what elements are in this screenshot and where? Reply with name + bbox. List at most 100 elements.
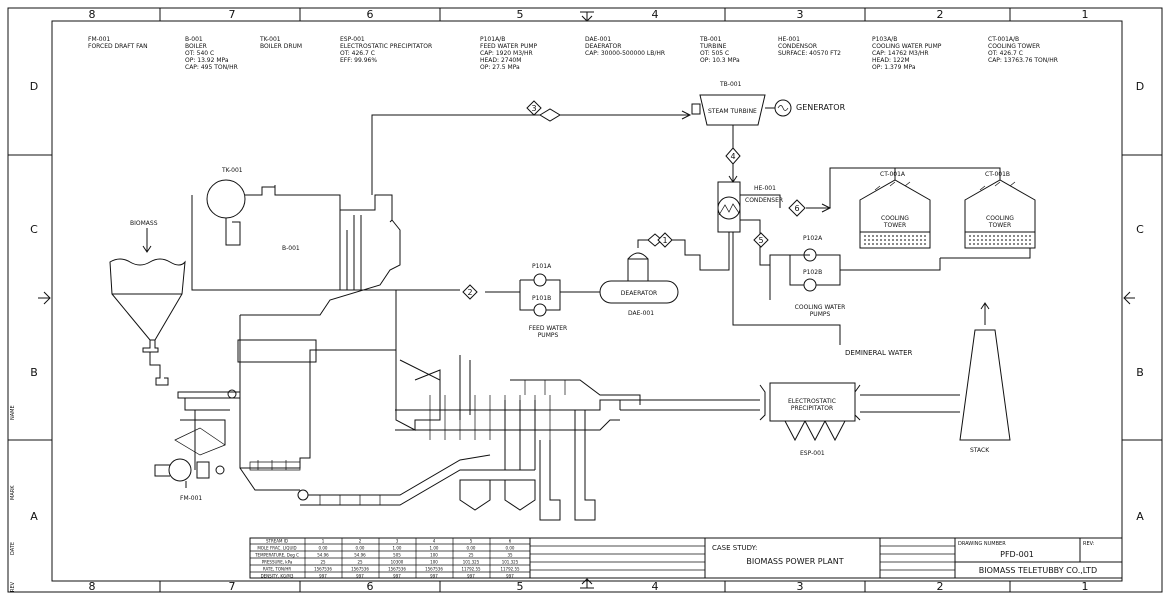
label-stack: STACK: [970, 447, 990, 454]
drawing-number-label: DRAWING NUMBER: [958, 541, 1006, 547]
stream-table-cell: 505: [393, 553, 401, 558]
label-cooling-water: COOLING WATER: [795, 304, 846, 311]
company-name: BIOMASS TELETUBBY CO.,LTD: [979, 566, 1097, 575]
grid-ticks: [8, 8, 1162, 592]
col-label-top: 1: [1082, 8, 1089, 21]
equipment-spec: BOILER: [185, 43, 207, 50]
stream-table-cell: 997: [356, 574, 364, 579]
equipment-tag: TK-001: [259, 36, 281, 43]
stream-marker-1: [657, 232, 673, 248]
electrostatic-precipitator: [759, 382, 861, 442]
stream-table-header: 4: [433, 539, 436, 544]
boiler-body: [191, 114, 520, 506]
col-label-top: 2: [937, 8, 944, 21]
label-cooling-a: COOLING: [881, 215, 909, 222]
label-p102b: P102B: [803, 269, 822, 276]
col-label-top: 6: [367, 8, 374, 21]
biomass-hopper: [109, 228, 241, 411]
steam-turbine: [691, 94, 792, 126]
stream-table-cell: 1567536: [351, 567, 369, 572]
label-generator: GENERATOR: [796, 103, 846, 112]
stream-table-cell: 1567536: [314, 567, 332, 572]
equipment-spec: CAP: 1920 M3/HR: [480, 50, 533, 57]
equipment-tag: B-001: [185, 36, 203, 43]
equipment-spec: EFF: 99.96%: [340, 57, 377, 64]
label-condenser: CONDENSER: [745, 197, 783, 204]
label-dae: DAE-001: [628, 310, 654, 317]
economizer-ducts: [395, 290, 641, 521]
stream-table-header: 1: [322, 539, 325, 544]
stream-marker-4: [725, 147, 741, 165]
stream-table-cell: TEMPERATURE, Deg C: [254, 553, 299, 558]
row-label-right: C: [1136, 223, 1144, 236]
equipment-spec: SURFACE: 40570 FT2: [778, 50, 841, 57]
label-boiler: B-001: [282, 245, 300, 252]
equipment-spec: HEAD: 2740M: [480, 57, 521, 64]
col-label-bottom: 8: [89, 580, 96, 593]
stream-number: 5: [758, 236, 763, 245]
stream-table-cell: 1567536: [425, 567, 443, 572]
stream-table-cell: 25: [320, 560, 326, 565]
equipment-spec: OT: 540 C: [185, 50, 214, 57]
equipment-spec: OP: 27.5 MPa: [480, 64, 520, 71]
stream-table-cell: 1.00: [430, 546, 439, 551]
stream-table-cell: 100: [430, 560, 438, 565]
stream-number: 3: [531, 104, 536, 113]
equipment-spec: HEAD: 122M: [872, 57, 910, 64]
stream-number: 4: [730, 152, 735, 161]
stream-table-cell: 10300: [391, 560, 404, 565]
row-label-left: C: [30, 223, 38, 236]
label-fm: FM-001: [180, 495, 202, 502]
stream-table-cell: 11792.55: [461, 567, 481, 572]
label-ct-a: CT-001A: [880, 171, 906, 178]
stream-table-cell: 11792.55: [500, 567, 520, 572]
stream-table-cell: 0.00: [319, 546, 328, 551]
equipment-spec: OT: 505 C: [700, 50, 729, 57]
stream-table-cell: 101.325: [502, 560, 519, 565]
equipment-spec: COOLING TOWER: [988, 43, 1040, 50]
stream-marker-6: [788, 199, 806, 217]
stream-number: 2: [467, 288, 472, 297]
stream-table-cell: 100: [430, 553, 438, 558]
stream-table-cell: 997: [393, 574, 401, 579]
col-label-top: 4: [652, 8, 659, 21]
stream-table-cell: 25: [468, 553, 474, 558]
equipment-spec: OP: 10.3 MPa: [700, 57, 740, 64]
equipment-spec: DEAERATOR: [585, 43, 621, 50]
cooling-water-pumps: [789, 248, 841, 292]
stream-number: 1: [662, 236, 667, 245]
equipment-tag: HE-001: [778, 36, 800, 43]
row-label-right: D: [1136, 80, 1144, 93]
col-label-bottom: 1: [1082, 580, 1089, 593]
stream-table-header: STREAM ID: [266, 539, 288, 544]
cooling-tower-b: [964, 179, 1036, 249]
stream-table-cell: 35: [507, 553, 513, 558]
stream-table-cell: 1.00: [393, 546, 402, 551]
label-ct-b: CT-001B: [985, 171, 1010, 178]
label-tb: TB-001: [719, 81, 742, 88]
label-tk: TK-001: [221, 167, 243, 174]
row-label-left: A: [30, 510, 38, 523]
row-label-right: A: [1136, 510, 1144, 523]
equipment-spec: OT: 426.7 C: [340, 50, 375, 57]
steam-line: [520, 108, 692, 122]
row-label-left: D: [30, 80, 38, 93]
stream-marker-5: [753, 232, 769, 248]
equipment-spec: TURBINE: [699, 43, 727, 50]
stream-table-cell: 0.00: [506, 546, 515, 551]
case-study-title: BIOMASS POWER PLANT: [746, 557, 843, 566]
label-he: HE-001: [754, 185, 776, 192]
equipment-tag: FM-001: [88, 36, 110, 43]
equipment-tag: P103A/B: [872, 36, 897, 43]
stream-marker-3: [526, 100, 542, 116]
condenser: [675, 181, 781, 300]
side-date: DATE: [10, 542, 16, 555]
equipment-spec: CAP: 30000-500000 LB/HR: [585, 50, 665, 57]
equipment-tag: DAE-001: [585, 36, 611, 43]
stream-table-cell: DENSITY, KG/M3: [261, 574, 294, 579]
title-block: [529, 537, 1123, 579]
equipment-tag: CT-001A/B: [988, 36, 1019, 43]
equipment-spec: CONDENSOR: [778, 43, 817, 50]
stream-table-header: 5: [470, 539, 473, 544]
